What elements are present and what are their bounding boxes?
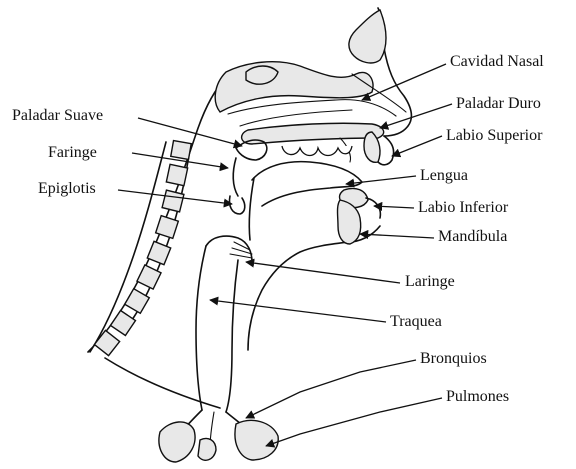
arrow-traquea: [210, 300, 386, 322]
label-lengua: Lengua: [420, 167, 468, 184]
skull-bone: [215, 10, 386, 112]
label-cavidad-nasal: Cavidad Nasal: [450, 53, 544, 70]
pharynx: [233, 158, 254, 240]
label-labio-superior: Labio Superior: [446, 127, 543, 144]
arrow-cavidad-nasal: [362, 64, 446, 100]
label-laringe: Laringe: [405, 273, 455, 290]
trachea: [196, 246, 238, 412]
label-epiglotis: Epiglotis: [38, 180, 96, 197]
label-bronquios: Bronquios: [420, 350, 487, 367]
lungs: [159, 420, 278, 462]
label-paladar-suave: Paladar Suave: [12, 107, 103, 124]
epiglottis: [229, 196, 244, 214]
label-pulmones: Pulmones: [446, 388, 509, 405]
upper-teeth: [282, 146, 352, 156]
label-paladar-duro: Paladar Duro: [456, 95, 541, 112]
label-labio-inferior: Labio Inferior: [418, 199, 509, 216]
arrow-labio-superior: [392, 136, 442, 156]
label-faringe: Faringe: [48, 144, 97, 161]
arrow-paladar-duro: [380, 104, 452, 128]
label-traquea: Traquea: [390, 313, 442, 330]
arrow-mandibula: [360, 234, 434, 238]
arrow-paladar-suave: [138, 118, 242, 146]
label-mandibula: Mandíbula: [438, 228, 507, 245]
cervical-spine: [90, 141, 191, 356]
arrow-labio-inferior: [374, 206, 414, 208]
larynx: [206, 236, 252, 262]
arrow-pulmones: [266, 398, 442, 446]
